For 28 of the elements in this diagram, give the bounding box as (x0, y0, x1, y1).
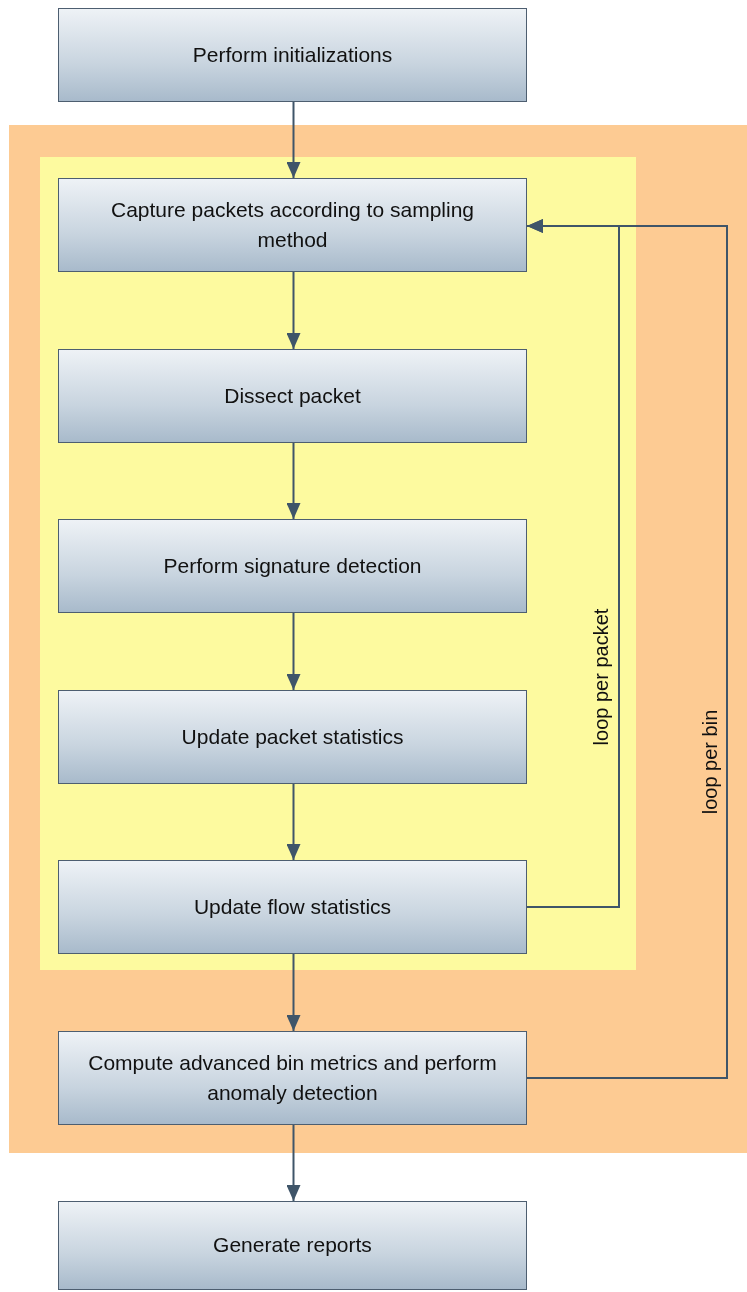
process-box (58, 1201, 527, 1290)
arrow (286, 1124, 301, 1202)
step-label: Update packet statistics (181, 723, 404, 750)
step-label: Generate reports (213, 1232, 372, 1259)
outer-loop-panel (9, 125, 747, 1153)
loop-arrow (526, 219, 728, 1079)
step-label: Dissect packet (224, 382, 361, 409)
step-label: Compute advanced bin metrics and perform anomaly detection (87, 1049, 498, 1106)
process-box (58, 349, 527, 443)
step-label: Perform signature detection (163, 552, 422, 579)
edge-label: loop per bin (698, 709, 722, 815)
step-label: Update flow statistics (193, 893, 392, 920)
arrow (286, 271, 301, 350)
inner-loop-panel (40, 157, 636, 970)
arrow (286, 442, 301, 520)
step-label: Perform initializations (192, 41, 393, 68)
arrow (286, 953, 301, 1032)
step-label: Capture packets according to sampling method (110, 196, 475, 253)
process-box (58, 1031, 527, 1125)
process-box (58, 860, 527, 954)
arrow (286, 783, 301, 861)
process-box (58, 8, 527, 102)
edge-label: loop per packet (589, 608, 613, 745)
process-box (58, 690, 527, 784)
process-box (58, 519, 527, 613)
process-box (58, 178, 527, 272)
arrow (286, 612, 301, 691)
arrow (286, 101, 301, 179)
